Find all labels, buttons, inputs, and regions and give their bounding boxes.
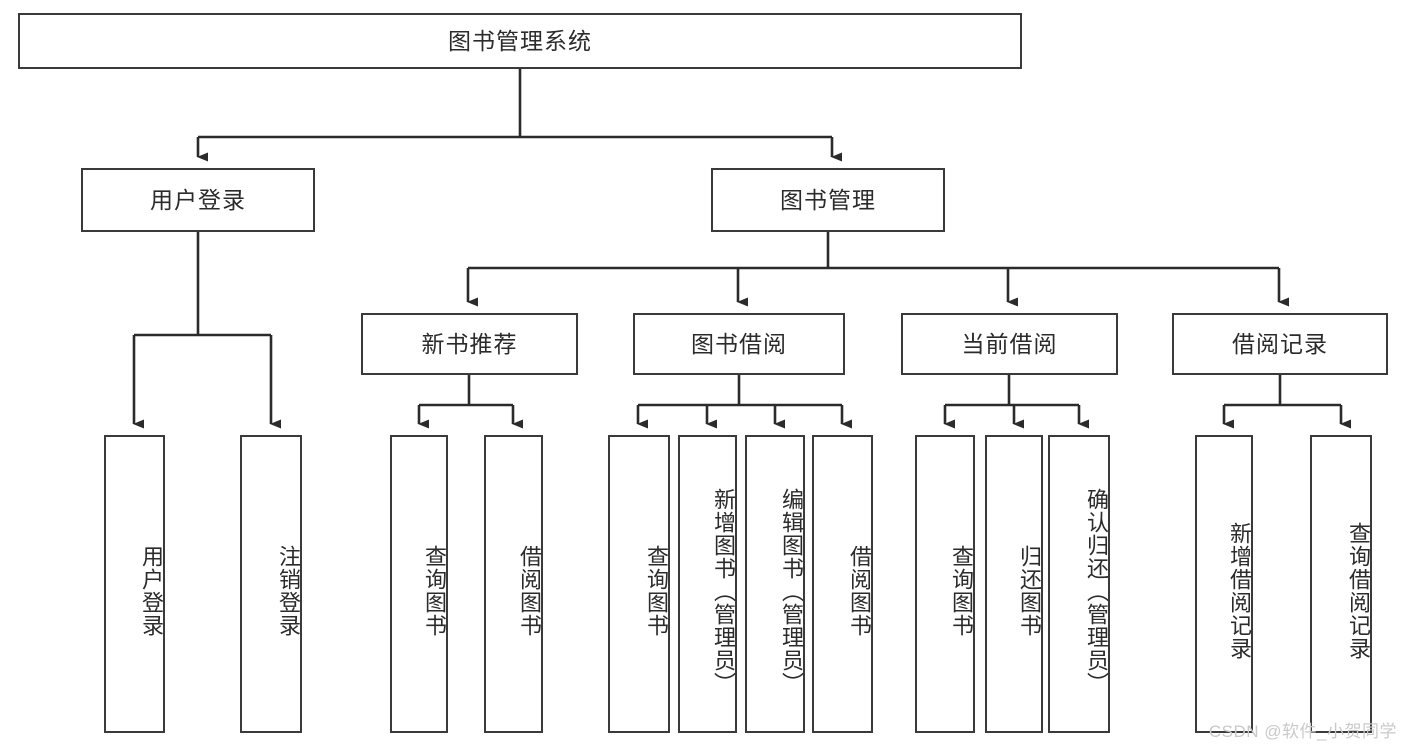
node-label: 注销登录 [276, 545, 301, 637]
node-user-login[interactable]: 用户登录 [81, 168, 315, 232]
node-label: 借阅记录 [1232, 330, 1328, 357]
node-leaf[interactable]: 确认归还（管理员） [1048, 435, 1110, 733]
node-label: 归还图书 [1017, 545, 1042, 637]
node-leaf[interactable]: 归还图书 [985, 435, 1043, 733]
node-label: 新书推荐 [421, 330, 518, 357]
node-label: 编辑图书（管理员） [779, 487, 804, 695]
node-leaf[interactable]: 借阅图书 [812, 435, 873, 733]
edges-current-to-leaves [943, 375, 1089, 429]
node-leaf[interactable]: 用户登录 [104, 435, 165, 733]
node-new-book-recommend[interactable]: 新书推荐 [361, 313, 578, 375]
node-leaf[interactable]: 查询图书 [915, 435, 975, 733]
node-label: 新增图书（管理员） [711, 487, 736, 695]
node-current-borrow[interactable]: 当前借阅 [901, 313, 1118, 375]
node-leaf[interactable]: 查询图书 [608, 435, 670, 733]
node-label: 借阅图书 [517, 545, 542, 637]
node-label: 查询图书 [644, 545, 669, 637]
node-root-label: 图书管理系统 [448, 27, 592, 54]
node-label: 新增借阅记录 [1227, 522, 1252, 660]
node-leaf[interactable]: 新增图书（管理员） [678, 435, 737, 733]
node-label: 借阅图书 [847, 545, 872, 637]
edges-bookmgmt-to-level3 [466, 232, 1289, 307]
node-leaf[interactable]: 查询图书 [390, 435, 448, 733]
node-leaf[interactable]: 注销登录 [240, 435, 302, 733]
node-root-system[interactable]: 图书管理系统 [18, 13, 1022, 69]
node-label: 图书借阅 [691, 330, 787, 357]
node-book-borrow[interactable]: 图书借阅 [633, 313, 845, 375]
node-label: 用户登录 [150, 186, 246, 213]
node-leaf[interactable]: 新增借阅记录 [1195, 435, 1253, 733]
edges-newbook-to-leaves [417, 375, 523, 429]
node-label: 确认归还（管理员） [1084, 487, 1109, 695]
edges-userlogin-to-leaves [132, 232, 281, 429]
node-leaf[interactable]: 借阅图书 [484, 435, 543, 733]
edges-borrow-to-leaves [636, 375, 852, 429]
node-label: 当前借阅 [961, 330, 1058, 357]
node-label: 查询图书 [422, 545, 447, 637]
node-leaf[interactable]: 编辑图书（管理员） [745, 435, 805, 733]
node-label: 查询借阅记录 [1346, 522, 1371, 660]
edges-records-to-leaves [1222, 375, 1351, 429]
node-leaf[interactable]: 查询借阅记录 [1310, 435, 1372, 733]
node-book-management[interactable]: 图书管理 [711, 168, 945, 232]
watermark: CSDN @软件_小贺同学 [1208, 722, 1397, 741]
node-label: 图书管理 [780, 186, 876, 213]
node-label: 查询图书 [949, 545, 974, 637]
edges-root-to-level2 [196, 69, 842, 162]
node-borrow-records[interactable]: 借阅记录 [1172, 313, 1388, 375]
node-label: 用户登录 [139, 545, 164, 637]
